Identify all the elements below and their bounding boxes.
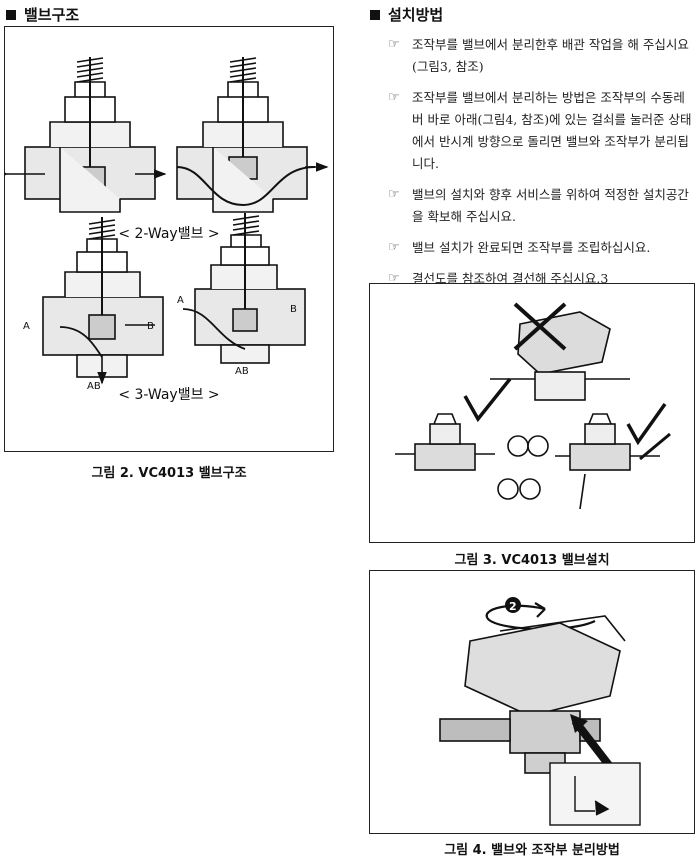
pointing-hand-icon: ☞ bbox=[388, 240, 400, 255]
three-way-valve-b bbox=[182, 213, 306, 364]
step-badge bbox=[505, 597, 521, 613]
valve-installation-drawing bbox=[395, 302, 671, 510]
valve-structure-figure: A B AB A B AB < 2-Way밸브 > < 3-Way밸브 > bbox=[0, 26, 334, 452]
valve-without-actuator-left bbox=[395, 377, 549, 500]
actuator-separation-figure: 2 bbox=[369, 570, 695, 834]
instruction-item: ☞밸브의 설치와 향후 서비스를 위하여 적정한 설치공간을 확보해 주십시요. bbox=[388, 184, 696, 228]
instruction-item: ☞조작부를 밸브에서 분리하는 방법은 조작부의 수동레버 바로 아래(그림4,… bbox=[388, 87, 696, 175]
pointing-hand-icon: ☞ bbox=[388, 90, 400, 105]
heading-bullet-square bbox=[6, 9, 16, 20]
three-way-valve-a bbox=[42, 217, 164, 385]
pointing-hand-icon: ☞ bbox=[388, 271, 400, 286]
install-method-heading: 설치방법 bbox=[370, 4, 443, 25]
valve-structure-drawing: A B AB A B AB bbox=[0, 57, 329, 392]
figure4-caption: 그림 4. 밸브와 조작부 분리방법 bbox=[444, 843, 620, 858]
port-label-b: B bbox=[147, 321, 154, 332]
instruction-item: ☞결선도를 참조하여 결선해 주십시요.3 bbox=[388, 268, 696, 290]
valve-structure-heading-text: 밸브구조 bbox=[24, 6, 80, 24]
valve-without-actuator-right bbox=[555, 402, 671, 510]
heading-bullet-square bbox=[370, 9, 380, 20]
valve-structure-heading: 밸브구조 bbox=[6, 4, 79, 25]
two-way-caption: < 2-Way밸브 > bbox=[118, 226, 220, 242]
actuator-mounted-crossed bbox=[490, 302, 630, 401]
three-way-caption: < 3-Way밸브 > bbox=[118, 387, 220, 403]
port-label-ab: AB bbox=[87, 381, 101, 392]
figure3-caption: 그림 3. VC4013 밸브설치 bbox=[454, 553, 610, 568]
install-method-heading-text: 설치방법 bbox=[388, 6, 444, 24]
step-number: 2 bbox=[509, 600, 517, 613]
port-label-a: A bbox=[23, 321, 30, 332]
valve-installation-figure bbox=[369, 283, 695, 543]
port-label-b-2: B bbox=[290, 304, 297, 315]
latch-arrowhead bbox=[570, 714, 588, 733]
latch-detail-inset bbox=[549, 762, 641, 826]
valve-body bbox=[439, 710, 601, 774]
instruction-item: ☞조작부를 밸브에서 분리한후 배관 작업을 해 주십시요(그림3, 참조) bbox=[388, 34, 696, 78]
instruction-item: ☞밸브 설치가 완료되면 조작부를 조립하십시요. bbox=[388, 237, 696, 259]
pointing-hand-icon: ☞ bbox=[388, 187, 400, 202]
port-label-a-2: A bbox=[177, 295, 184, 306]
two-way-valve-closed bbox=[0, 57, 167, 213]
port-label-ab-2: AB bbox=[235, 366, 249, 377]
install-instructions-list: ☞조작부를 밸브에서 분리한후 배관 작업을 해 주십시요(그림3, 참조) ☞… bbox=[388, 34, 696, 299]
figure2-caption: 그림 2. VC4013 밸브구조 bbox=[91, 466, 247, 481]
actuator-body bbox=[464, 615, 626, 717]
two-way-valve-open bbox=[176, 57, 329, 213]
actuator-separation-drawing: 2 bbox=[439, 597, 641, 826]
pointing-hand-icon: ☞ bbox=[388, 37, 400, 52]
